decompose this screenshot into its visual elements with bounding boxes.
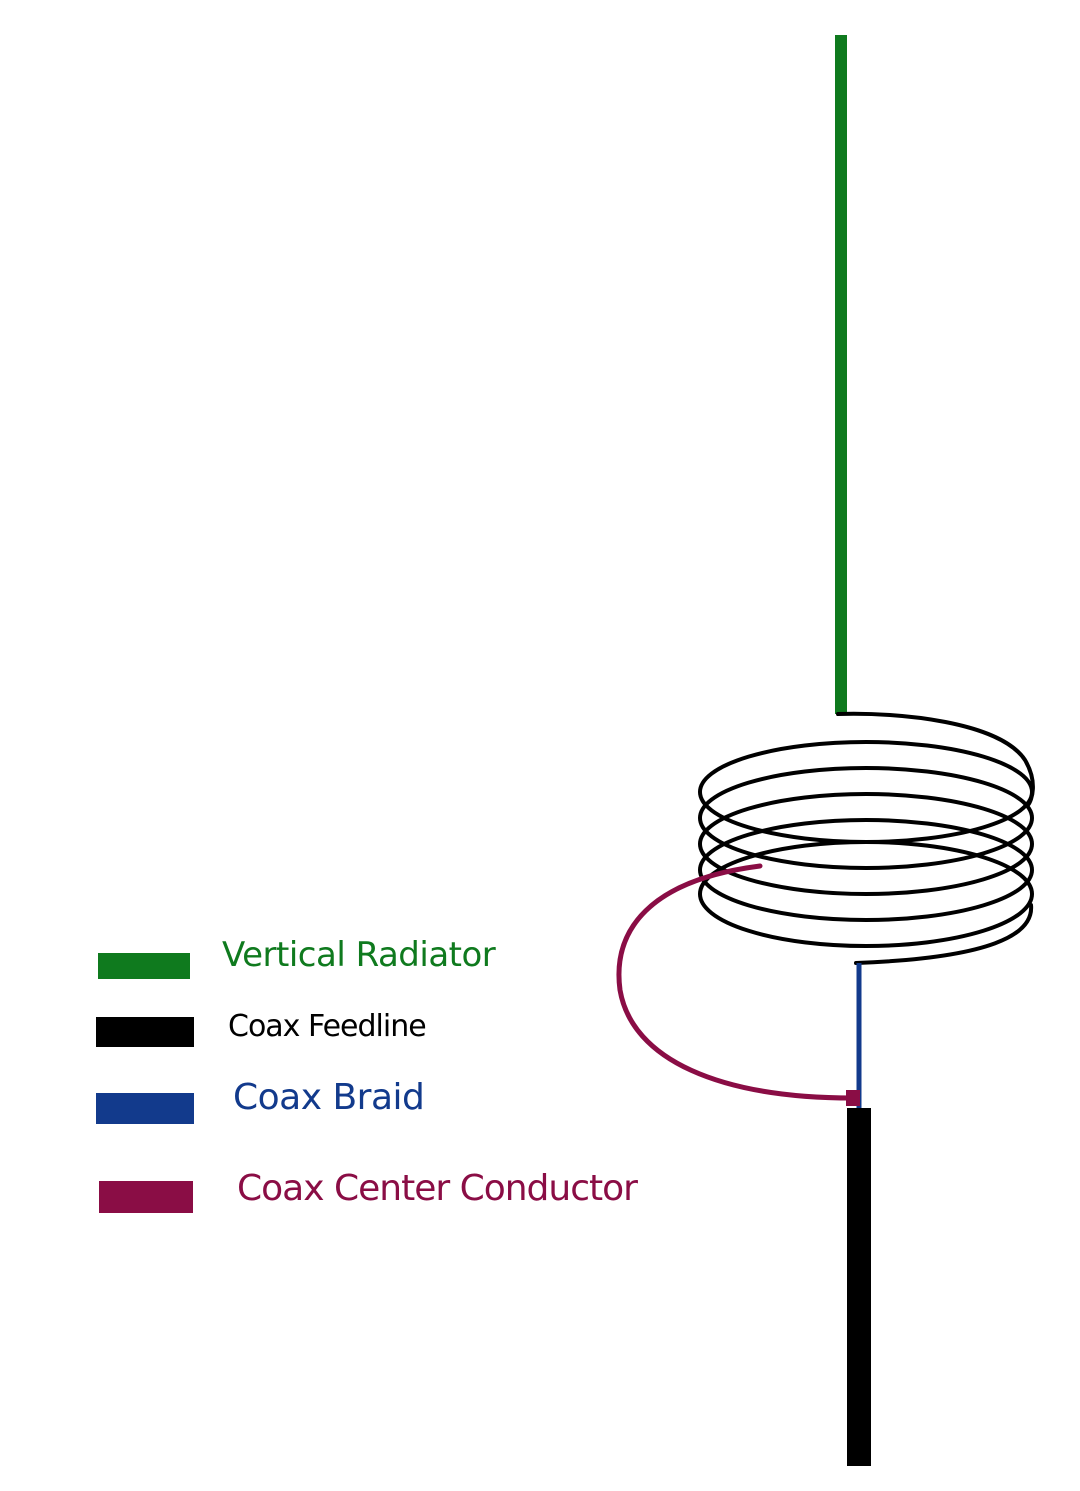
legend-swatch-coax-center-conductor bbox=[99, 1181, 193, 1213]
legend-label-coax-braid: Coax Braid bbox=[233, 1077, 425, 1118]
coil-bottom-lead bbox=[854, 903, 1034, 965]
legend-swatch-coax-feedline bbox=[96, 1017, 194, 1047]
legend-label-coax-feedline: Coax Feedline bbox=[228, 1009, 427, 1044]
coil-winding-3 bbox=[698, 792, 1034, 896]
loading-coil bbox=[698, 711, 1035, 965]
coil-winding-2 bbox=[698, 766, 1034, 870]
coax-center-conductor bbox=[616, 863, 856, 1101]
legend-label-vertical-radiator: Vertical Radiator bbox=[222, 935, 496, 975]
legend-swatch-vertical-radiator bbox=[98, 953, 190, 979]
legend-swatch-coax-braid bbox=[96, 1093, 194, 1124]
coil-winding-4 bbox=[698, 818, 1034, 922]
coil-winding-5 bbox=[698, 840, 1034, 948]
center-conductor-junction bbox=[846, 1090, 860, 1106]
legend-label-coax-center-conductor: Coax Center Conductor bbox=[237, 1168, 638, 1209]
coax-feedline bbox=[847, 1108, 871, 1466]
